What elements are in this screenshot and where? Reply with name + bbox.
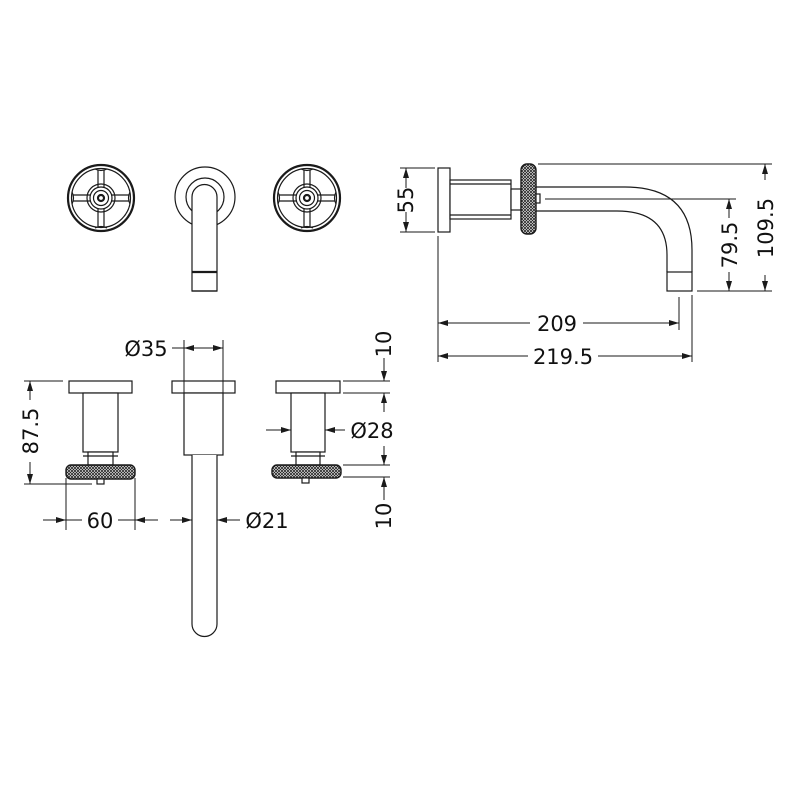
dim-dia-28: Ø28 bbox=[350, 419, 393, 443]
dim-87-5: 87.5 bbox=[19, 408, 43, 455]
dim-60: 60 bbox=[87, 509, 114, 533]
dim-dia-35: Ø35 bbox=[124, 337, 167, 361]
dim-10-top: 10 bbox=[372, 331, 396, 358]
spout-plan bbox=[171, 380, 236, 638]
dim-79-5: 79.5 bbox=[718, 222, 742, 269]
side-view bbox=[437, 163, 693, 292]
dim-109-5: 109.5 bbox=[754, 198, 778, 258]
dim-10-bottom: 10 bbox=[372, 503, 396, 530]
dim-219-5: 219.5 bbox=[533, 345, 593, 369]
plan-dimensions: 87.5 60 Ø35 Ø21 Ø28 bbox=[19, 331, 396, 533]
side-dimensions: 55 79.5 109.5 209 219.5 bbox=[394, 163, 778, 369]
dim-dia-21: Ø21 bbox=[245, 509, 288, 533]
spout-front bbox=[174, 166, 236, 292]
left-handle-plan bbox=[65, 380, 136, 485]
right-cross-handle-front bbox=[272, 163, 342, 233]
right-handle-plan bbox=[271, 380, 342, 484]
left-cross-handle-front bbox=[66, 163, 136, 233]
dim-55: 55 bbox=[394, 187, 418, 214]
dim-209: 209 bbox=[537, 312, 577, 336]
